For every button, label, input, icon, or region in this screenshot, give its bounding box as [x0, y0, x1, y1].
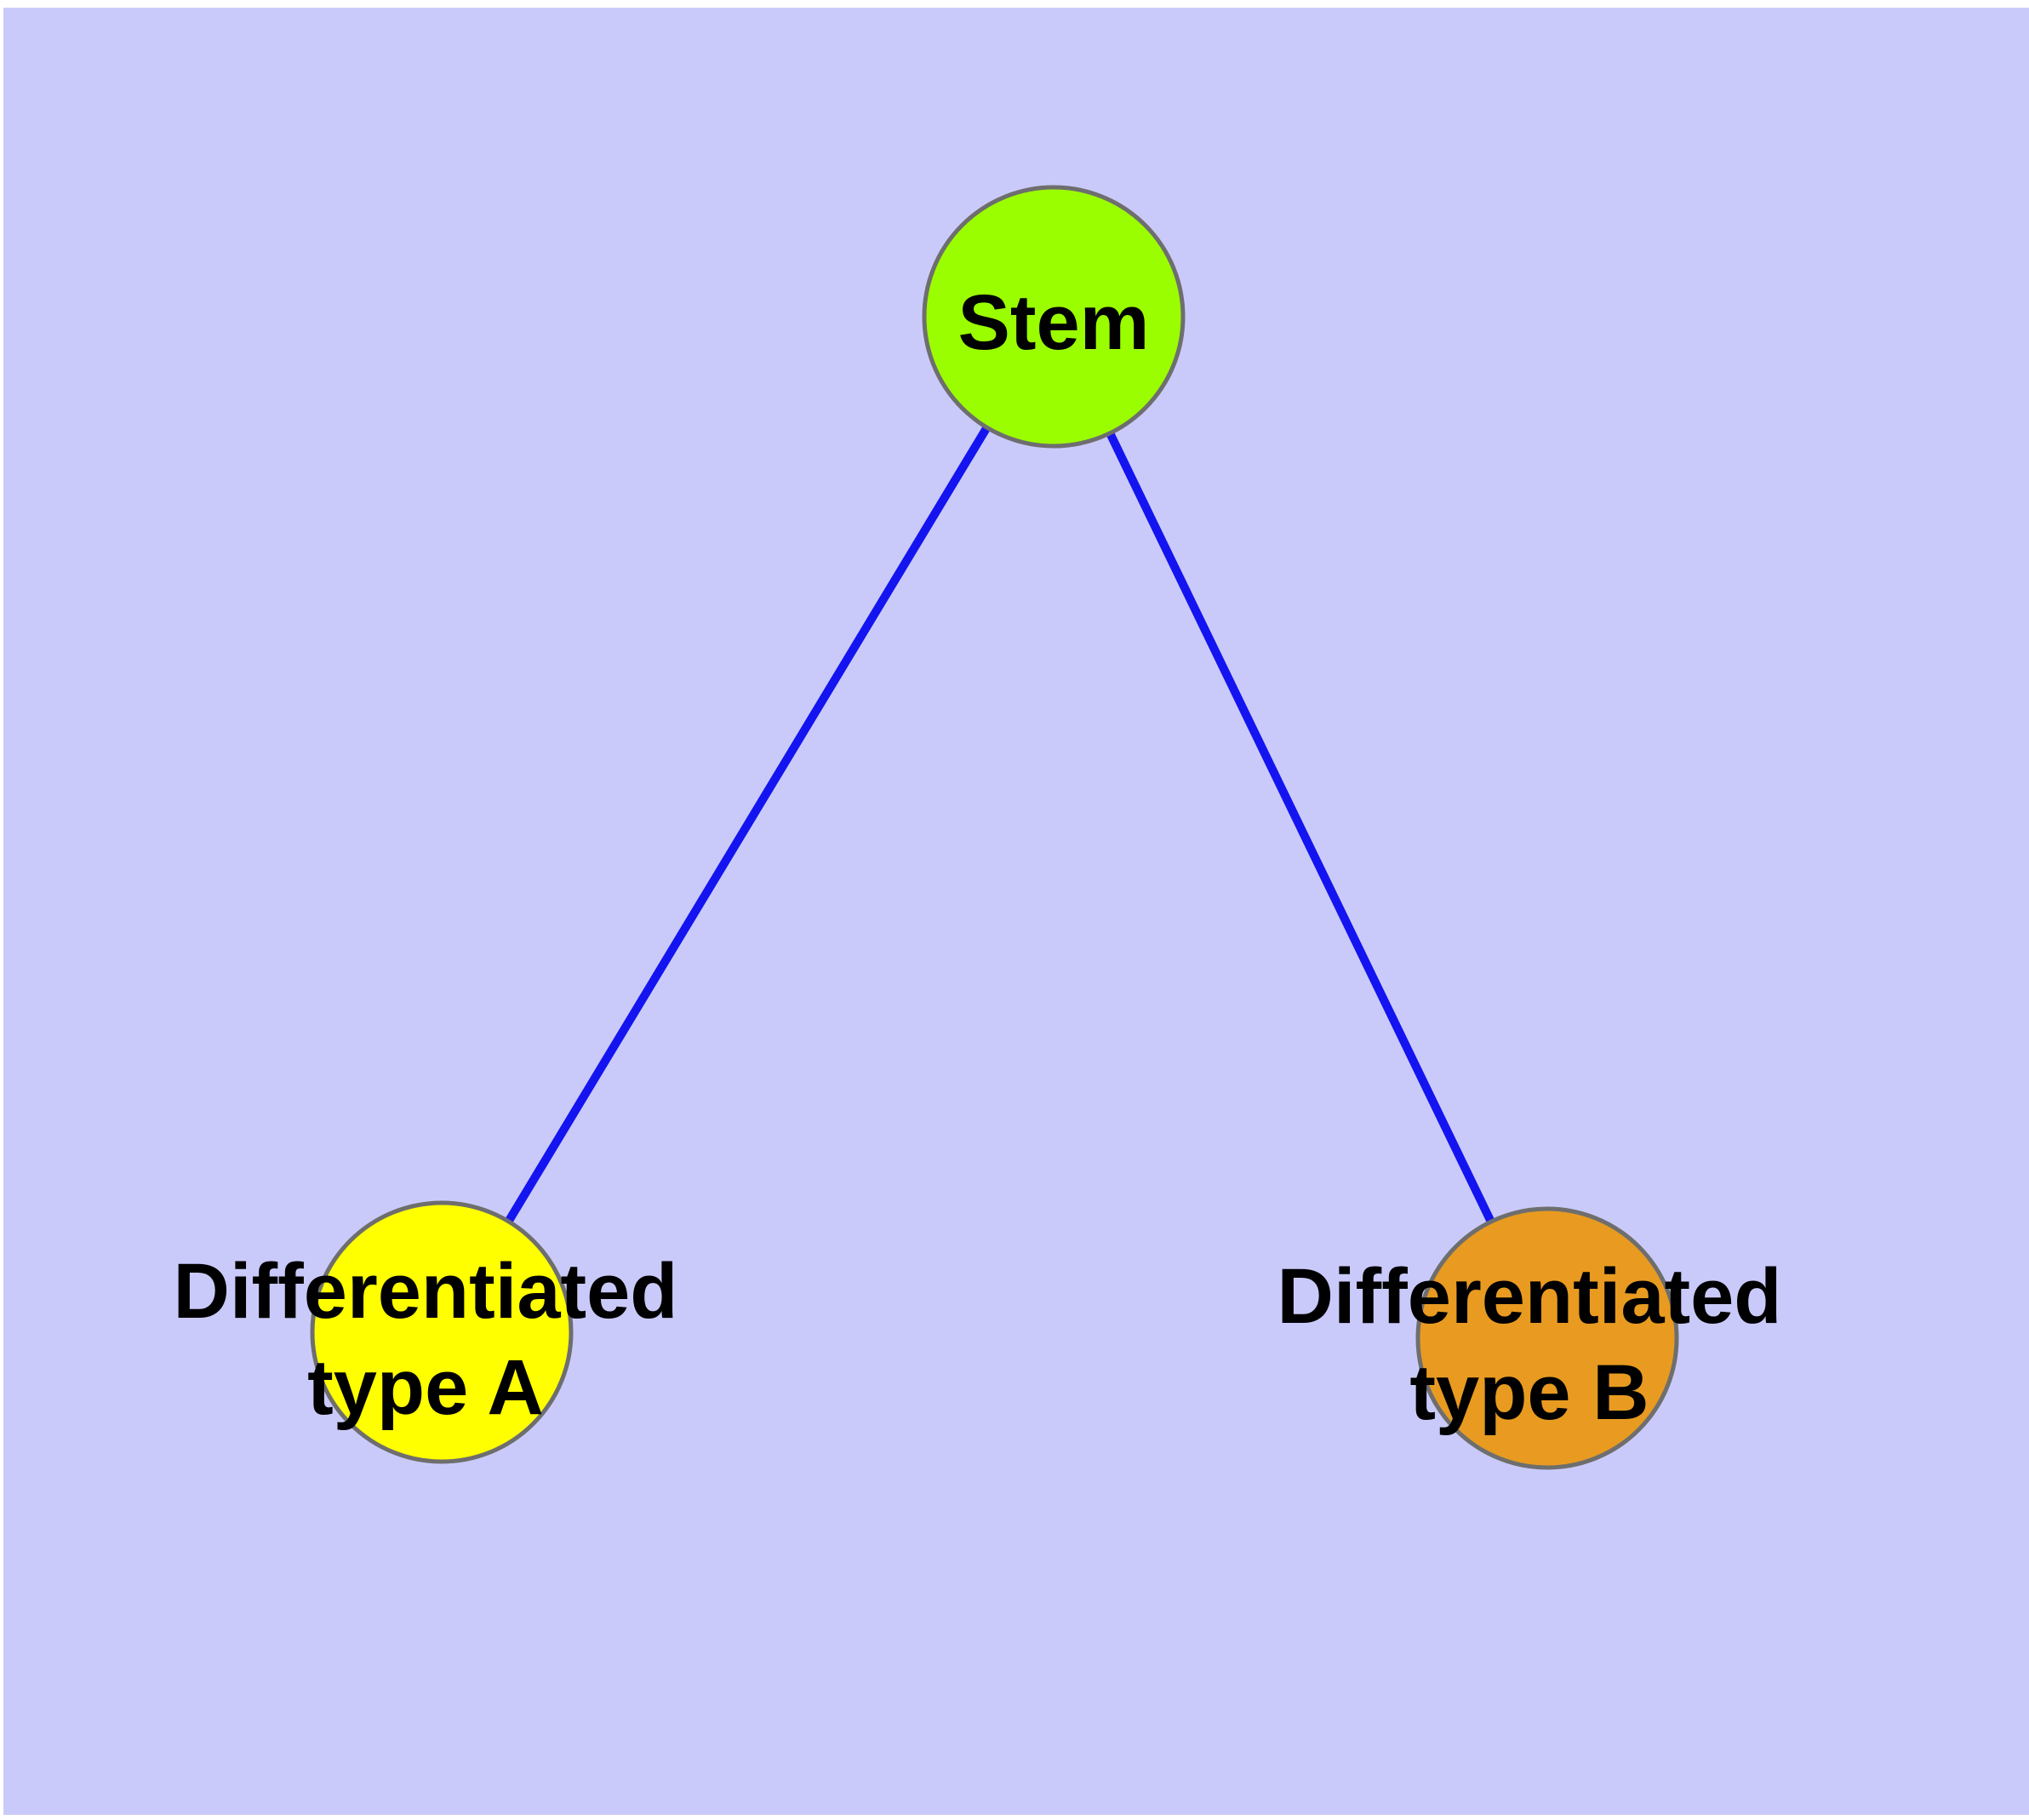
node-type-a-label-line1: Differentiated [174, 1248, 678, 1335]
node-type-b-circle [1415, 1206, 1679, 1470]
edge-stem-to-type-b [1049, 314, 1552, 1341]
node-stem-circle [922, 185, 1186, 449]
node-type-a-circle [310, 1200, 574, 1464]
edge-stem-to-type-a [437, 314, 1058, 1335]
node-type-a-label-line2: type A [307, 1344, 544, 1431]
node-type-b-label-line1: Differentiated [1277, 1253, 1782, 1340]
node-stem-label: Stem [958, 279, 1150, 366]
node-type-b-label-line2: type B [1409, 1349, 1649, 1436]
